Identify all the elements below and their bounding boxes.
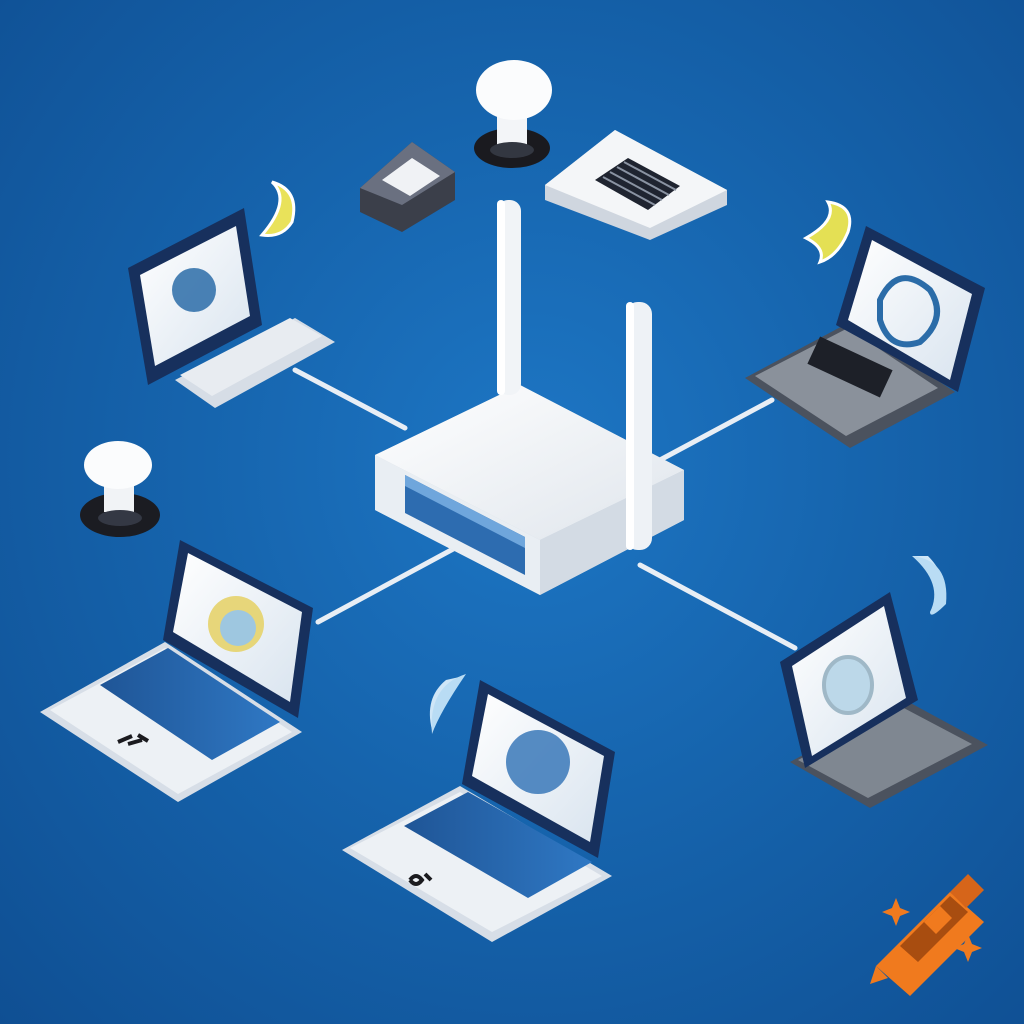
laptop-bottom-left: [40, 540, 313, 802]
cable-bottom-left: [315, 545, 458, 625]
router: [375, 200, 684, 595]
wireless-access-point-top: [474, 60, 552, 168]
wifi-signal-yellow-right: [802, 200, 852, 265]
keyboard: [404, 792, 592, 898]
cable-top-left: [292, 367, 408, 431]
globe-icon: [172, 268, 216, 312]
wifi-signal-blue-bottom-outline: [431, 674, 466, 734]
wireless-access-point-left: [80, 441, 160, 537]
laptop-bottom-right: [780, 592, 988, 808]
router-antenna-right: [626, 302, 652, 550]
key-glyph-icon: [408, 872, 433, 886]
keyboard: [100, 648, 280, 760]
sparkle-icon: [954, 934, 982, 962]
network-switch-device: [545, 130, 727, 240]
key-glyph-icon: [117, 733, 150, 746]
globe-icon: [506, 730, 570, 794]
wifi-signal-yellow-left: [259, 180, 296, 237]
network-cables: [292, 367, 798, 651]
app-logo-icon: [822, 655, 874, 715]
wifi-signal-blue-right-outline: [912, 556, 947, 615]
touchpad-panel: [807, 336, 893, 398]
crayon-icon: [870, 874, 984, 996]
usb-adapter-device: [360, 142, 455, 232]
vent-grille: [595, 158, 680, 210]
laptop-top-left: [128, 208, 335, 408]
laptop-top-right: [745, 226, 985, 448]
router-antenna-left: [497, 200, 521, 395]
cable-top-right: [657, 397, 775, 463]
wifi-signal-icons: [259, 180, 947, 734]
wifi-signal-blue-bottom: [429, 676, 464, 730]
cable-bottom-right: [637, 562, 798, 651]
device-illustration-icon: [877, 275, 940, 348]
sparkle-icon: [882, 898, 910, 926]
laptop-screen: [848, 240, 972, 380]
laptop-bottom-center: [342, 680, 615, 942]
